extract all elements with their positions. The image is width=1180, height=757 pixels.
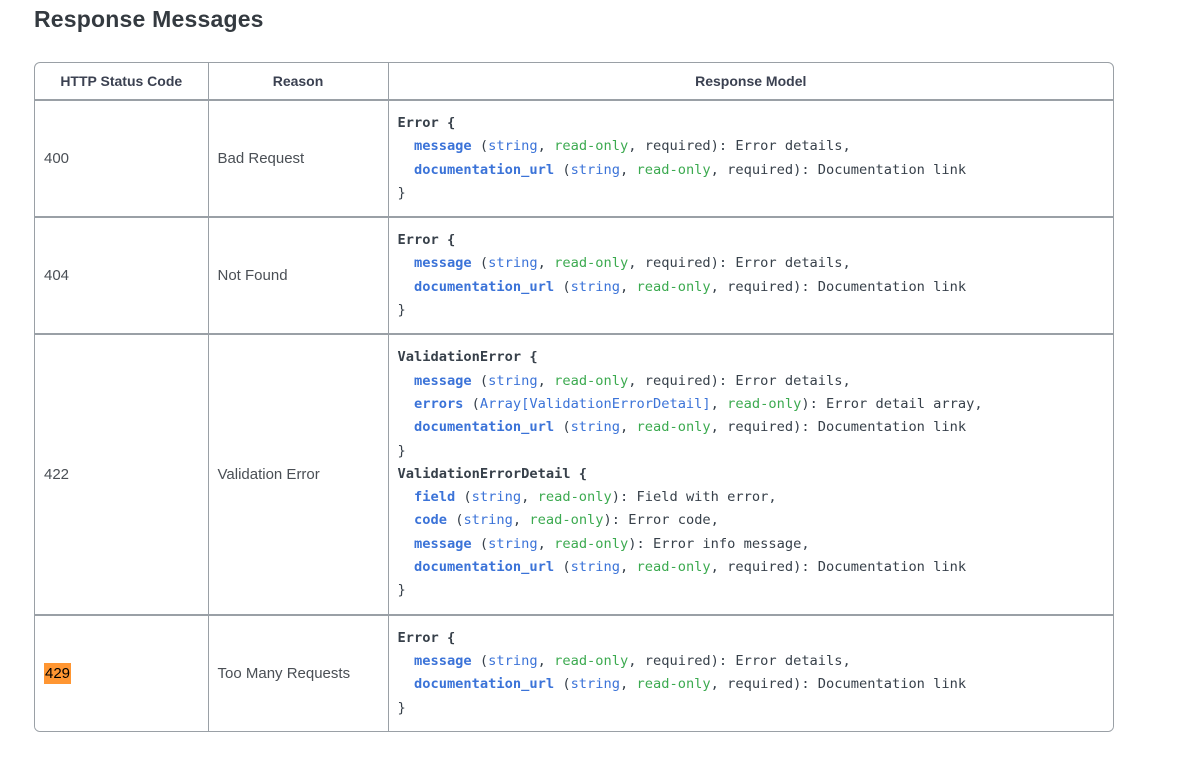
model-code: Error { message (string, read-only, requ… xyxy=(397,232,967,319)
status-code-cell: 400 xyxy=(35,100,209,219)
response-model-cell: Error { message (string, read-only, requ… xyxy=(388,100,1113,219)
response-model-cell: ValidationError { message (string, read-… xyxy=(388,334,1113,616)
column-header-reason: Reason xyxy=(208,63,389,101)
model-code: Error { message (string, read-only, requ… xyxy=(397,115,967,201)
page: Response Messages HTTP Status Code Reaso… xyxy=(34,6,1114,732)
table-header-row: HTTP Status Code Reason Response Model xyxy=(35,63,1113,101)
search-highlight: 429 xyxy=(44,662,72,684)
column-header-http-status-code: HTTP Status Code xyxy=(35,63,209,101)
page-title: Response Messages xyxy=(34,6,264,32)
reason-cell: Not Found xyxy=(208,217,389,336)
reason-cell: Too Many Requests xyxy=(208,614,389,731)
response-model-cell: Error { message (string, read-only, requ… xyxy=(388,614,1113,731)
response-messages-table: HTTP Status Code Reason Response Model 4… xyxy=(34,62,1114,732)
status-code-cell: 422 xyxy=(35,334,209,616)
response-messages-table-grid: HTTP Status Code Reason Response Model 4… xyxy=(35,63,1113,731)
model-code: Error { message (string, read-only, requ… xyxy=(397,629,967,716)
reason-cell: Bad Request xyxy=(208,100,389,219)
status-code-cell: 429 xyxy=(35,614,209,731)
response-model-cell: Error { message (string, read-only, requ… xyxy=(388,217,1113,336)
status-code-cell: 404 xyxy=(35,217,209,336)
reason-cell: Validation Error xyxy=(208,334,389,616)
model-code: ValidationError { message (string, read-… xyxy=(397,349,983,599)
column-header-response-model: Response Model xyxy=(388,63,1113,101)
